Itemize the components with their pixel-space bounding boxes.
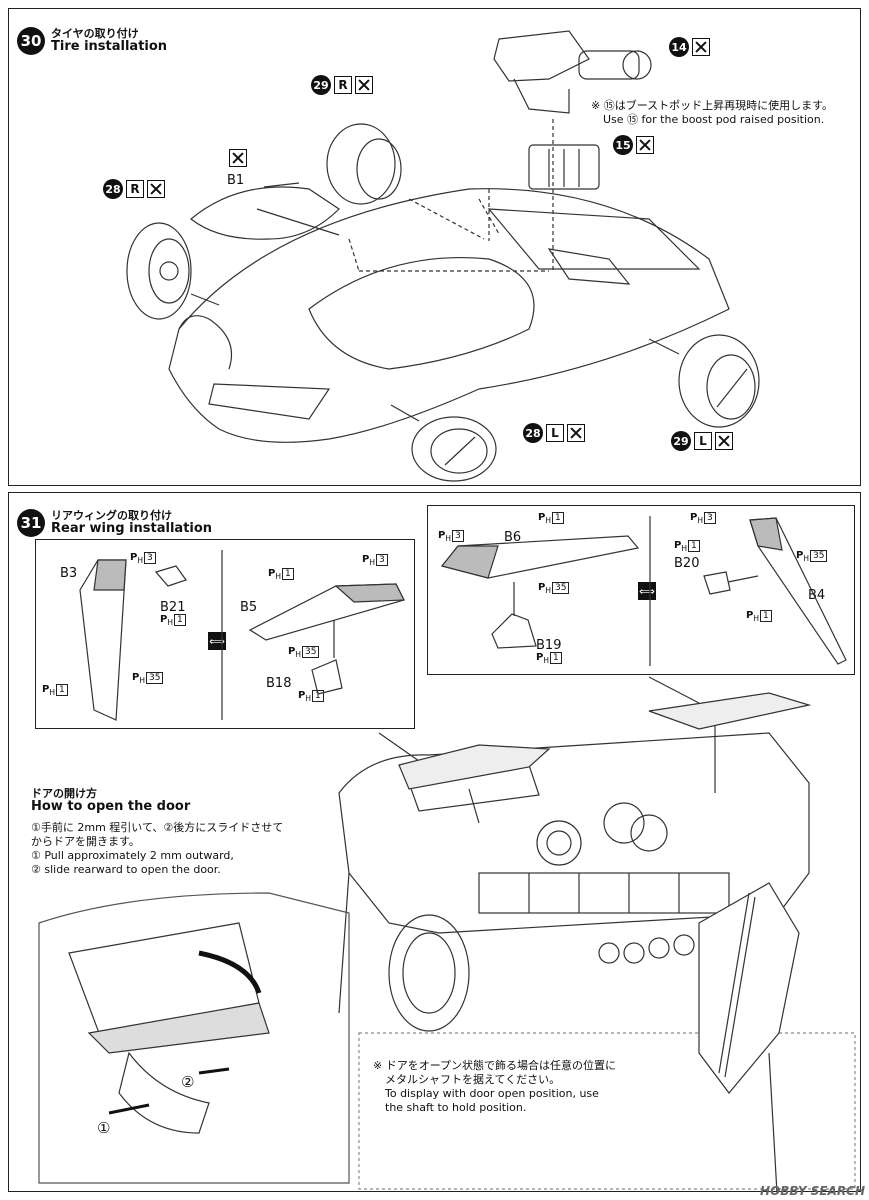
display-line1-en: To display with door open position, use — [385, 1087, 599, 1100]
step-30-title-jp: タイヤの取り付け — [51, 27, 139, 40]
door-line2-jp: からドアを開きます。 — [31, 835, 140, 848]
tag-29-l: 29 L — [671, 431, 733, 451]
step-30-note-en: Use ⑮ for the boost pod raised position. — [603, 113, 825, 126]
part-b5-label: B5 — [240, 600, 258, 615]
watermark: HOBBY SEARCH — [760, 1184, 865, 1198]
display-line2-en: the shaft to hold position. — [385, 1101, 527, 1114]
part-number-badge: 14 — [669, 37, 689, 57]
part-number-badge: 29 — [311, 75, 331, 95]
part-b21-label: B21 — [160, 600, 186, 615]
step-30-title-en: Tire installation — [51, 39, 168, 54]
cement-free-icon — [636, 136, 654, 154]
part-b19-label: B19 — [536, 638, 562, 653]
display-line2-jp: メタルシャフトを据えてください。 — [385, 1073, 561, 1086]
tag-28-r: 28 R — [103, 179, 165, 199]
step-30-number: 30 — [17, 27, 45, 55]
cement-free-icon — [229, 149, 247, 167]
step-31-number: 31 — [17, 509, 45, 537]
step-31-title-en: Rear wing installation — [51, 521, 213, 536]
door-line1-jp: ①手前に 2mm 程引いて、②後方にスライドさせて — [31, 821, 284, 834]
part-number-badge: 15 — [613, 135, 633, 155]
tag-14: 14 — [669, 37, 710, 57]
door-step-2-mark: ② — [181, 1073, 195, 1091]
step-31-panel: 31 リアウィングの取り付け Rear wing installation B3… — [8, 492, 861, 1193]
wing-left-drawing — [79, 550, 405, 721]
cement-free-icon — [692, 38, 710, 56]
door-line1-en: ① Pull approximately 2 mm outward, — [31, 849, 234, 862]
step-31-title-jp: リアウィングの取り付け — [51, 509, 172, 522]
step-30-panel: 30 タイヤの取り付け Tire installation ※ ⑮はブーストポッ… — [8, 8, 861, 486]
part-b3-label: B3 — [60, 566, 78, 581]
door-step-1-mark: ① — [97, 1119, 111, 1137]
part-number-badge: 28 — [523, 423, 543, 443]
tag-15: 15 — [613, 135, 654, 155]
cement-free-icon — [355, 76, 373, 94]
side-badge: R — [126, 180, 144, 198]
door-title-jp: ドアの開け方 — [31, 787, 97, 800]
tag-28-l: 28 L — [523, 423, 585, 443]
wing-right-drawing — [440, 516, 847, 666]
cement-free-icon — [147, 180, 165, 198]
door-line2-en: ② slide rearward to open the door. — [31, 863, 221, 876]
swap-icon: ⟺ — [638, 582, 656, 600]
part-number-badge: 29 — [671, 431, 691, 451]
part-number-badge: 28 — [103, 179, 123, 199]
display-line1-jp: ※ ドアをオープン状態で飾る場合は任意の位置に — [373, 1059, 617, 1072]
side-badge: R — [334, 76, 352, 94]
side-badge: L — [694, 432, 712, 450]
step-31-car-drawing — [38, 676, 856, 1193]
cement-free-icon — [567, 424, 585, 442]
part-b6-label: B6 — [504, 530, 522, 545]
door-title-en: How to open the door — [31, 799, 191, 814]
part-b1-label: B1 — [227, 173, 245, 188]
part-b20-label: B20 — [674, 556, 700, 571]
tag-29-r: 29 R — [311, 75, 373, 95]
cement-free-icon — [715, 432, 733, 450]
side-badge: L — [546, 424, 564, 442]
step-30-car-drawing — [126, 30, 760, 482]
step-30-note-jp: ※ ⑮はブーストポッド上昇再現時に使用します。 — [591, 99, 834, 112]
part-b18-label: B18 — [266, 676, 292, 691]
